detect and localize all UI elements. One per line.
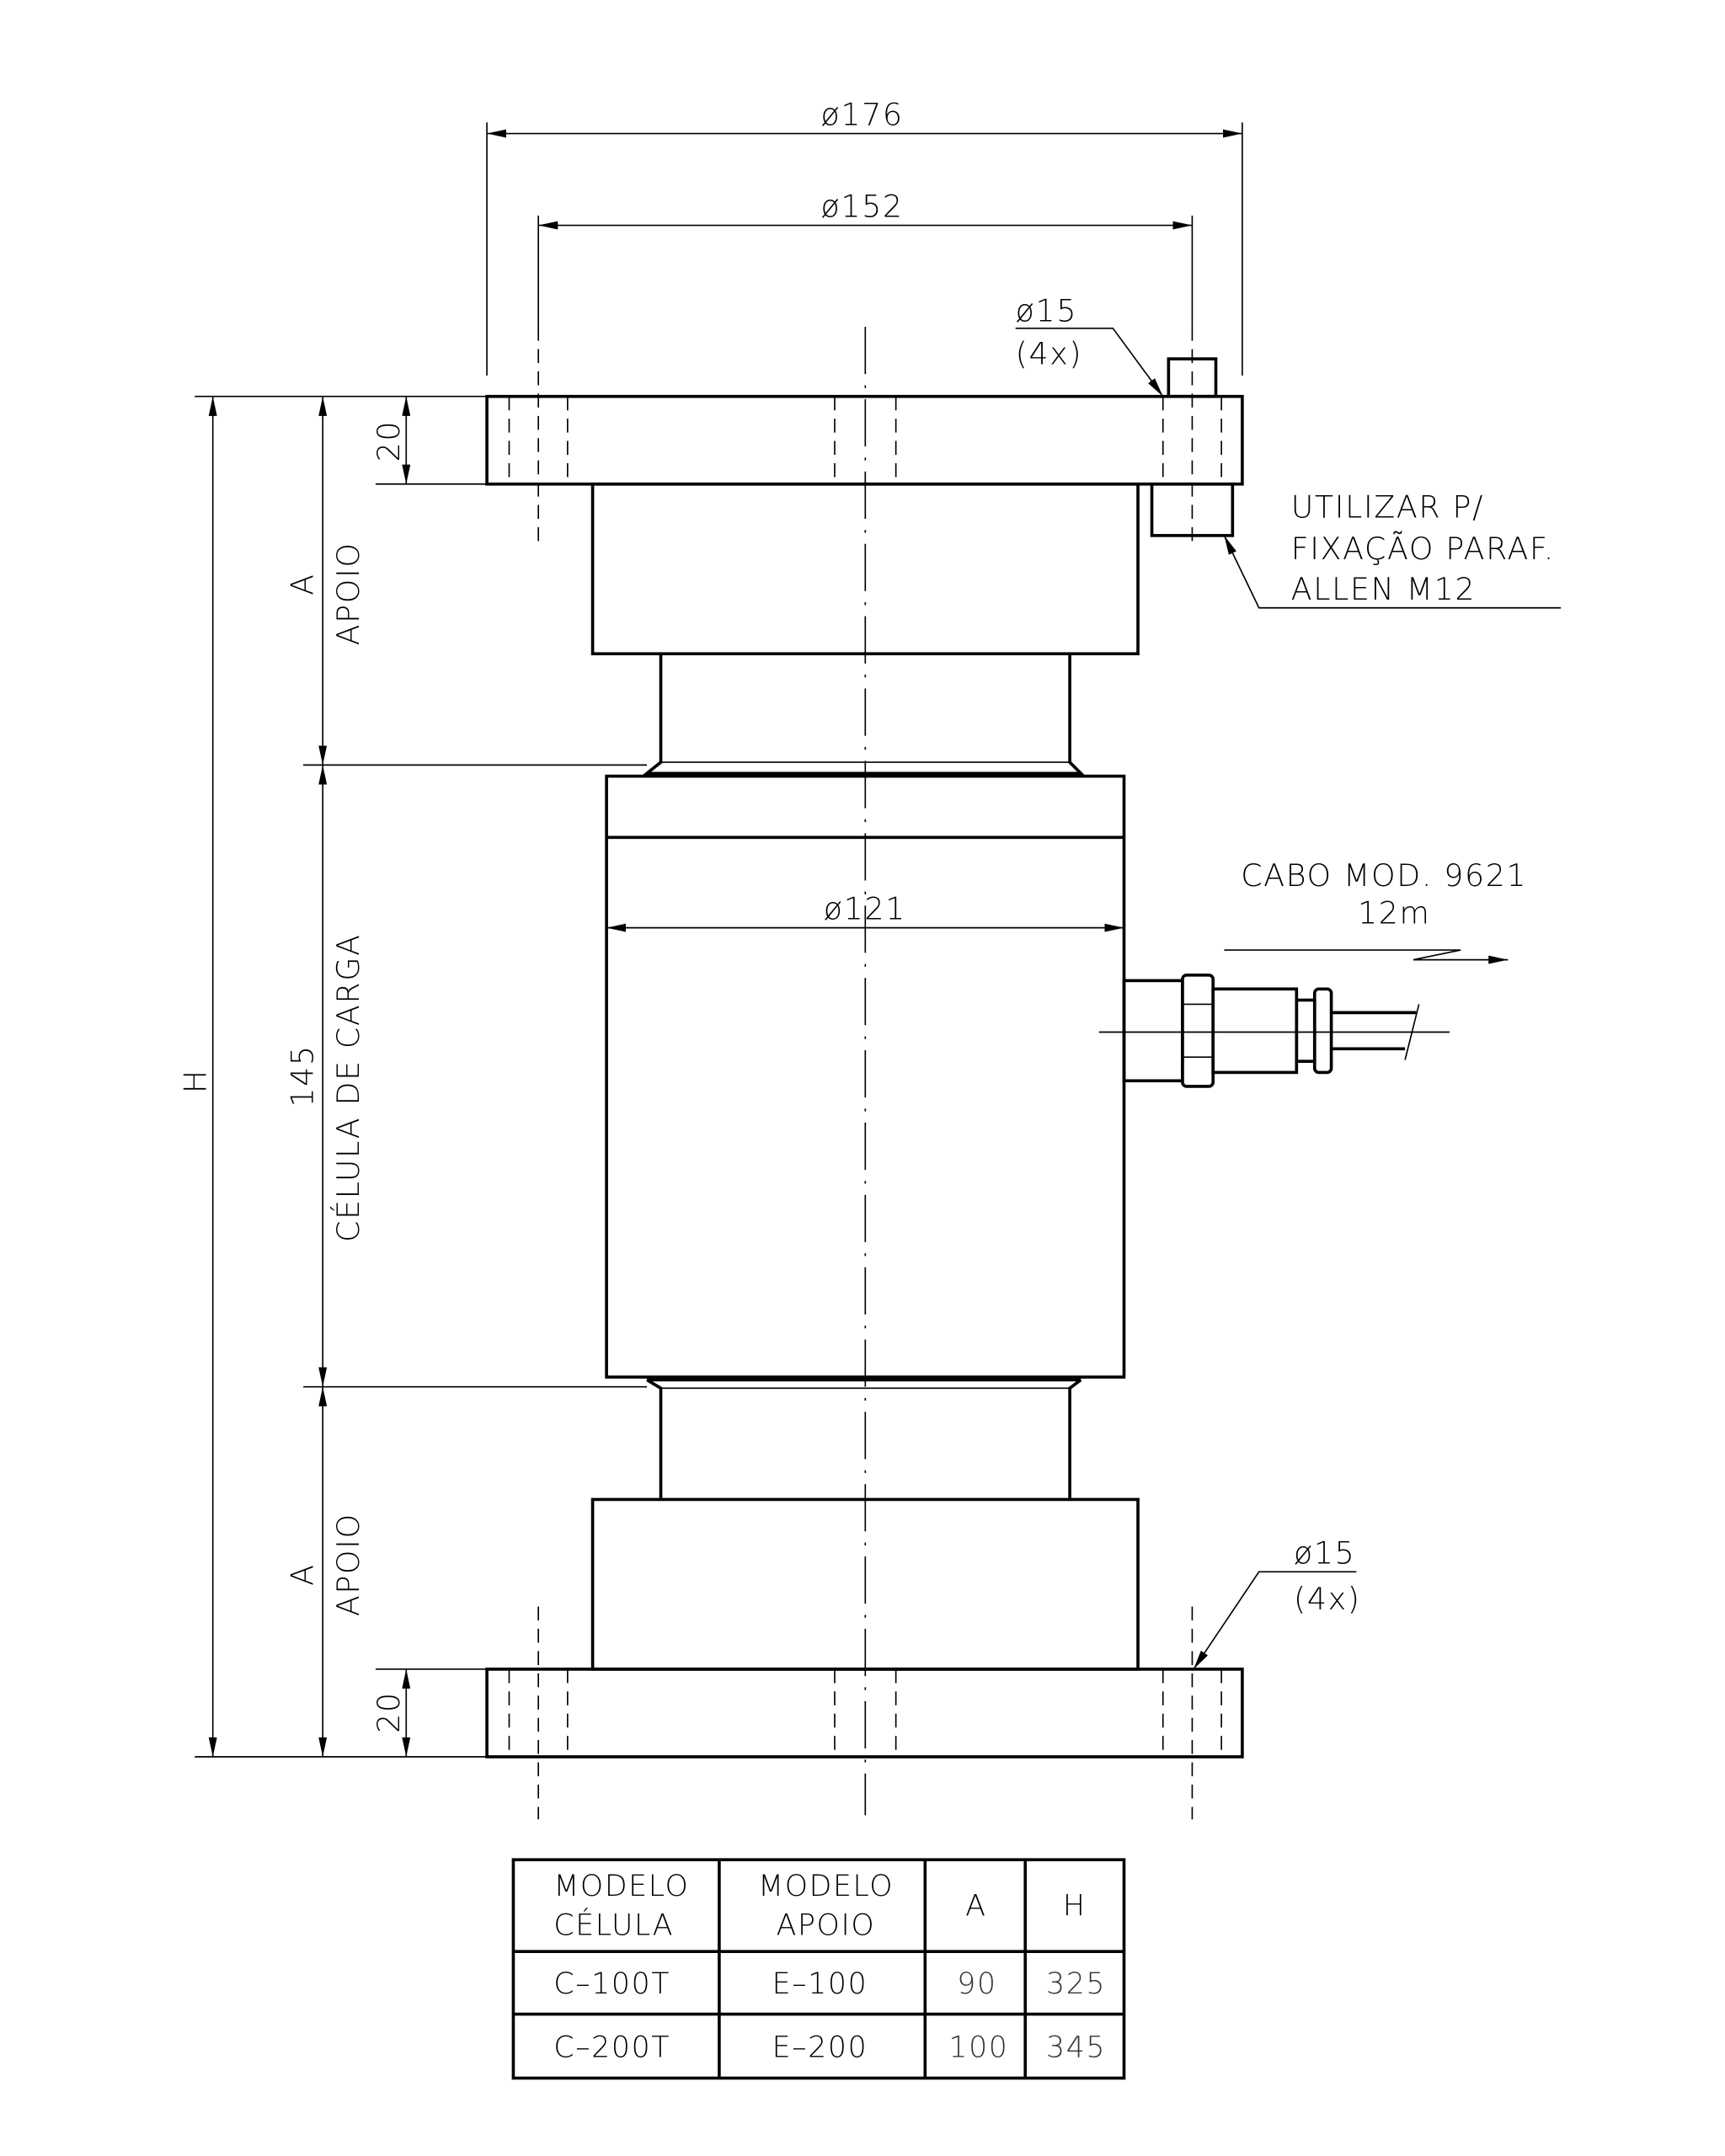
upper-neck — [642, 654, 1085, 776]
dim-flange-bottom-label: 20 — [371, 1691, 407, 1733]
table-header: H — [1063, 1889, 1087, 1923]
lower-neck — [646, 1378, 1082, 1500]
hole-bottom-qty: (4x) — [1294, 1581, 1361, 1617]
cable-arrow — [1224, 949, 1509, 964]
table-cell: E–200 — [772, 2031, 868, 2065]
table-cell: 90 — [957, 1967, 996, 2001]
bottom-flange — [485, 1668, 1244, 1758]
bolt-note-line1: UTILIZAR P/ — [1291, 488, 1484, 525]
allen-bolt — [1150, 357, 1235, 537]
upper-support-body — [590, 482, 1140, 656]
cable-label: CABO MOD. 9621 — [1241, 857, 1527, 894]
dim-cell-diameter-label: ø121 — [824, 891, 906, 927]
support-top-label: APOIO — [330, 542, 366, 645]
hole-top-qty: (4x) — [1016, 336, 1083, 372]
table-cell: C–200T — [553, 2031, 670, 2065]
table-header: CÉLULA — [553, 1907, 674, 1942]
bolt-note-line2: FIXAÇÃO PARAF. — [1291, 531, 1555, 567]
dim-total-height-label: H — [177, 1069, 213, 1093]
cell-label: CÉLULA DE CARGA — [330, 933, 366, 1242]
table-cell: 100 — [948, 2031, 1008, 2065]
dim-support-top-label: A — [285, 573, 321, 595]
dim-support-bottom-label: A — [285, 1563, 321, 1586]
model-table: MODELO CÉLULA MODELO APOIO A H C–100T E–… — [511, 1858, 1126, 2080]
support-bottom-label: APOIO — [330, 1513, 366, 1616]
hole-bottom-label: ø15 — [1294, 1534, 1355, 1571]
dim-flange-top-label: 20 — [371, 420, 407, 462]
table-header: MODELO — [553, 1870, 689, 1903]
bolt-note-line3: ALLEN M12 — [1291, 571, 1476, 607]
table-header: A — [965, 1889, 986, 1923]
dim-outer-diameter-label: ø176 — [820, 97, 903, 133]
table-cell: E–100 — [772, 1967, 868, 2001]
table-header: MODELO — [758, 1870, 894, 1903]
hole-top-label: ø15 — [1016, 293, 1077, 329]
dim-cell-height-label: 145 — [285, 1044, 321, 1107]
table-header: APOIO — [777, 1908, 876, 1942]
table-cell: 325 — [1046, 1967, 1106, 2001]
table-cell: C–100T — [553, 1967, 670, 2001]
cable-connector — [1098, 973, 1450, 1088]
dim-bolt-circle-label: ø152 — [820, 189, 903, 225]
table-cell: 345 — [1046, 2031, 1106, 2065]
cable-length: 12m — [1358, 895, 1431, 931]
